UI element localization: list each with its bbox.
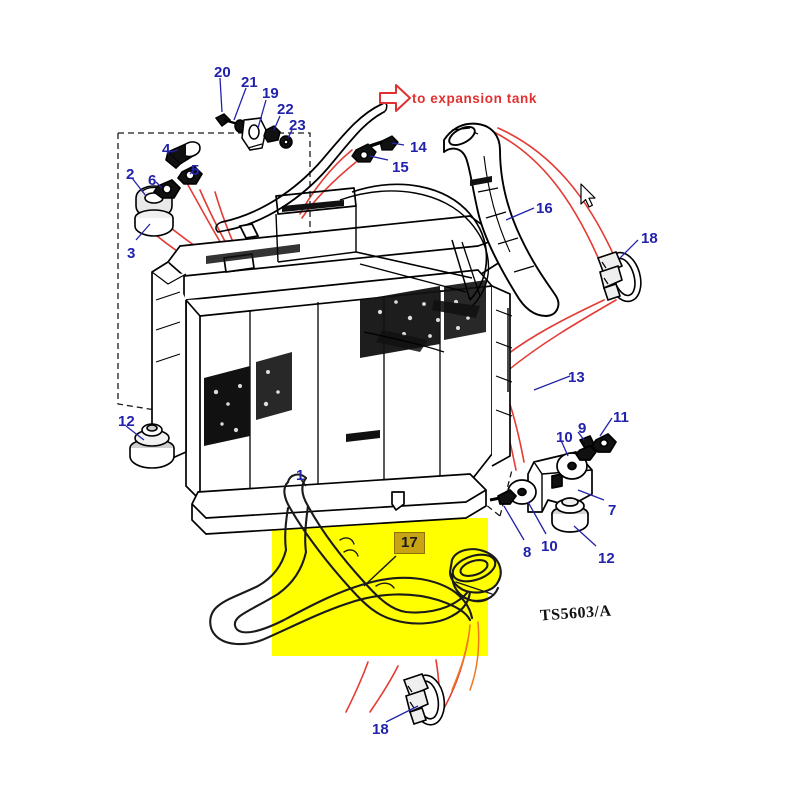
callout-number-22[interactable]: 22 xyxy=(277,101,294,118)
callout-number-21[interactable]: 21 xyxy=(241,74,258,91)
mouse-cursor xyxy=(580,183,596,208)
expansion-tank-arrow-icon xyxy=(379,84,411,112)
callout-number-4[interactable]: 4 xyxy=(162,141,171,158)
callout-number-1[interactable]: 1 xyxy=(296,467,305,484)
filler-cap-and-plugs xyxy=(131,141,204,241)
expansion-tank-note: to expansion tank xyxy=(412,91,537,106)
fan-cowl xyxy=(275,183,490,353)
upper-radiator-hose-16 xyxy=(443,122,560,317)
callout-number-5[interactable]: 5 xyxy=(191,162,200,179)
callout-number-12[interactable]: 12 xyxy=(598,550,615,567)
callout-number-11[interactable]: 11 xyxy=(613,409,629,426)
bolt-14-nut-15 xyxy=(351,135,405,163)
callout-number-16[interactable]: 16 xyxy=(536,200,553,217)
callout-number-20[interactable]: 20 xyxy=(214,64,231,81)
lower-radiator-hose-17 xyxy=(209,473,502,646)
hose-clamp-18-top xyxy=(596,239,642,303)
callout-number-12[interactable]: 12 xyxy=(118,413,135,430)
callout-number-18[interactable]: 18 xyxy=(372,721,389,738)
mounting-bracket-assembly xyxy=(489,308,617,547)
expansion-tank-pipe xyxy=(215,102,388,239)
callout-number-13[interactable]: 13 xyxy=(568,369,585,386)
callout-number-23[interactable]: 23 xyxy=(289,117,306,134)
callout-number-8[interactable]: 8 xyxy=(523,544,532,561)
callout-number-14[interactable]: 14 xyxy=(410,139,427,156)
callout-number-15[interactable]: 15 xyxy=(392,159,409,176)
rubber-mount-12-left xyxy=(125,423,175,469)
callout-number-10[interactable]: 10 xyxy=(541,538,558,555)
hose-clamp-18-bottom xyxy=(385,673,446,726)
callout-number-7[interactable]: 7 xyxy=(608,502,617,519)
callout-number-19[interactable]: 19 xyxy=(262,85,279,102)
callout-number-3[interactable]: 3 xyxy=(127,245,136,262)
callout-number-6[interactable]: 6 xyxy=(148,172,157,189)
callout-number-10[interactable]: 10 xyxy=(556,429,573,446)
callout-number-9[interactable]: 9 xyxy=(578,420,587,437)
callout-number-2[interactable]: 2 xyxy=(126,166,135,183)
callout-number-18[interactable]: 18 xyxy=(641,230,658,247)
hardware-cluster-19-23 xyxy=(214,77,293,151)
badge-leader-lines xyxy=(299,477,397,587)
highlighted-part-badge-17[interactable]: 17 xyxy=(394,532,425,554)
leader-lines-orange xyxy=(451,621,480,691)
radiator-assembly xyxy=(0,215,513,535)
